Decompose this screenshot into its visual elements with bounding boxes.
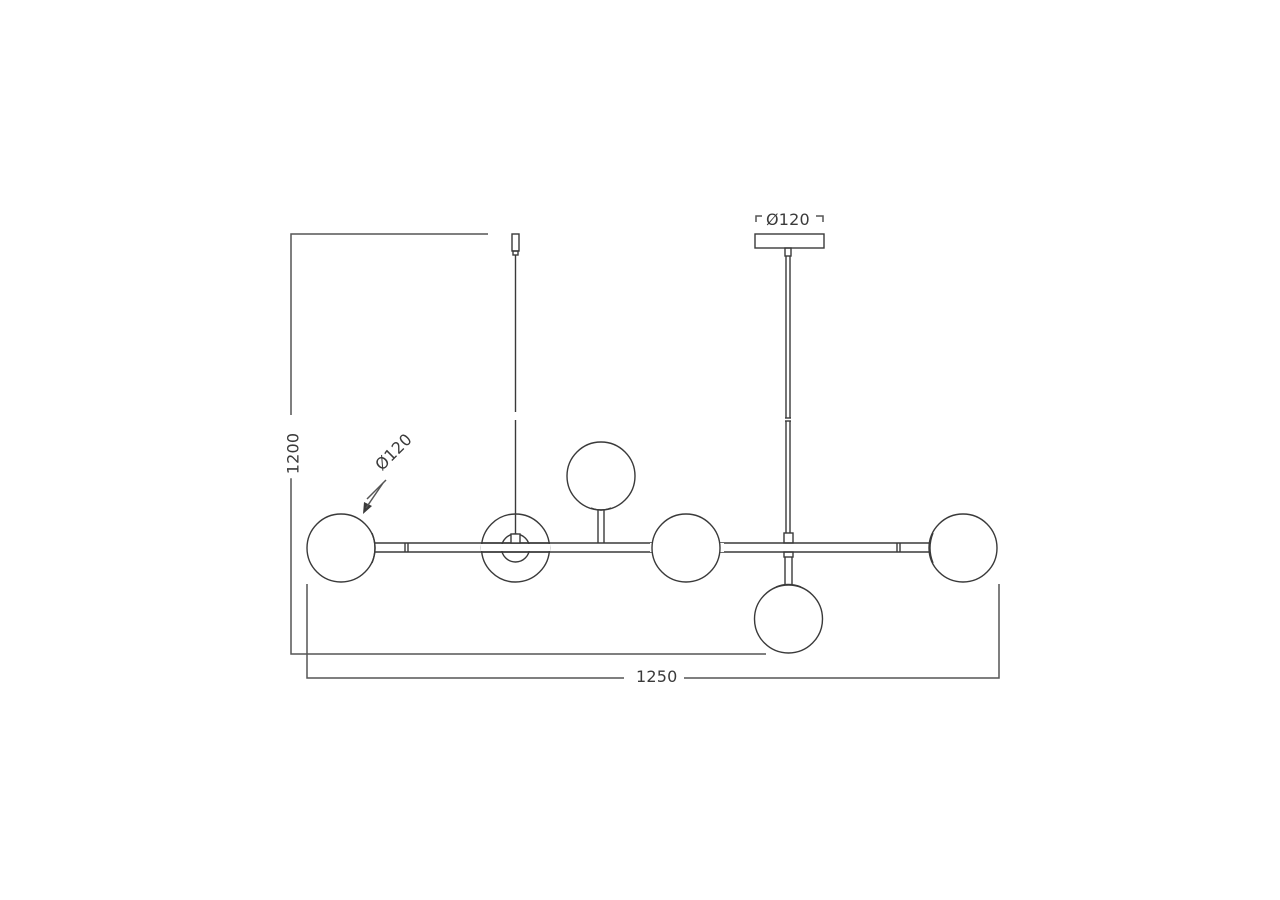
globe-lower	[753, 551, 824, 654]
globe-center	[650, 513, 724, 583]
globe-diameter-arrow	[363, 479, 387, 514]
globe-upper	[566, 441, 636, 543]
canopy-diameter-bracket	[755, 215, 824, 222]
globe-left	[306, 513, 376, 583]
right-suspension	[754, 233, 825, 544]
width-dimension	[306, 584, 1000, 679]
globe-front-view	[480, 513, 551, 583]
canopy-diameter-label: Ø120	[766, 210, 810, 229]
left-suspension	[511, 233, 520, 534]
height-label: 1200	[283, 428, 303, 479]
globe-right	[928, 513, 998, 583]
width-label: 1250	[632, 667, 682, 686]
height-dimension	[290, 233, 766, 655]
